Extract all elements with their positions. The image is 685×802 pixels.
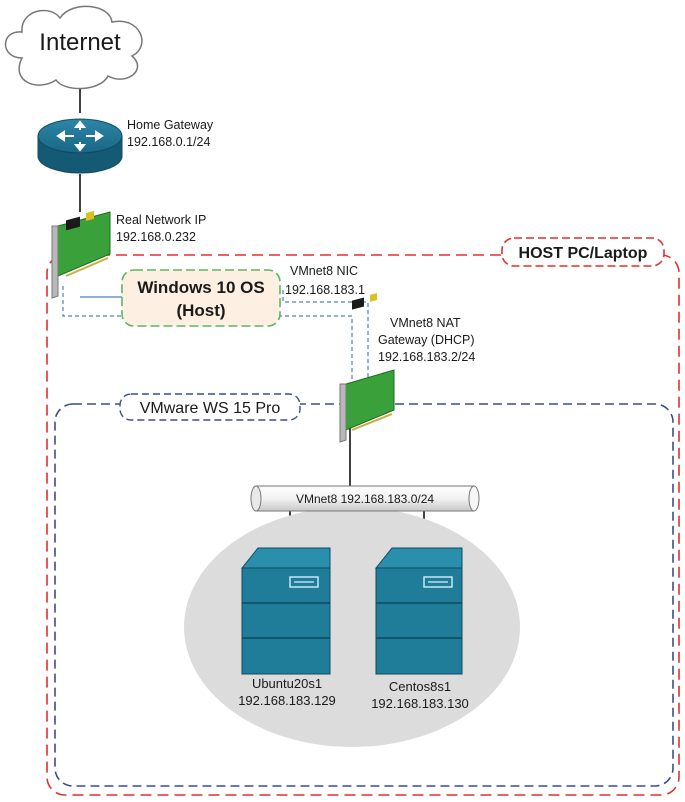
host-label-box: [501, 237, 665, 267]
network-card-icon: [51, 210, 111, 299]
host-boundary: [46, 254, 680, 796]
vmnet8-nic-ip: 192.168.183.1: [285, 283, 365, 297]
host-label: HOST PC/Laptop: [519, 245, 648, 262]
nat-gateway-line2: Gateway (DHCP): [378, 333, 475, 347]
server2-ip: 192.168.183.130: [371, 696, 469, 711]
server1-name: Ubuntu20s1: [252, 676, 322, 691]
vmware-label-box: [119, 393, 301, 421]
vmnet8-bus: [250, 485, 480, 512]
nic-to-vmnet8-link: [62, 286, 353, 388]
vmware-boundary: [54, 403, 674, 787]
router-icon: [37, 118, 123, 174]
home-gateway-ip: 192.168.0.1/24: [127, 135, 210, 149]
internet-cloud: [4, 5, 143, 90]
real-nic-name: Real Network IP: [116, 213, 206, 227]
home-gateway-name: Home Gateway: [127, 118, 214, 132]
server-icon: [240, 547, 331, 675]
vmware-label: VMware WS 15 Pro: [140, 400, 281, 417]
windows-host-title: Windows 10 OS: [137, 278, 264, 297]
server2-name: Centos8s1: [389, 679, 451, 694]
server-icon: [374, 547, 463, 675]
nat-gateway-ip: 192.168.183.2/24: [378, 350, 475, 364]
windows-host-box: [121, 269, 281, 327]
server1-ip: 192.168.183.129: [238, 693, 336, 708]
internet-label: Internet: [39, 29, 121, 56]
nat-gateway-line1: VMnet8 NAT: [390, 316, 461, 330]
vm-cluster-area: [184, 507, 520, 747]
vmnet8-nic-name: VMnet8 NIC: [290, 264, 358, 278]
nat-network-card-icon: [339, 292, 395, 443]
vmnet8-bus-label: VMnet8 192.168.183.0/24: [296, 492, 434, 506]
real-nic-ip: 192.168.0.232: [116, 230, 196, 244]
windows-host-subtitle: (Host): [176, 301, 225, 320]
vmnet8nic-to-nat-link: [282, 290, 369, 378]
